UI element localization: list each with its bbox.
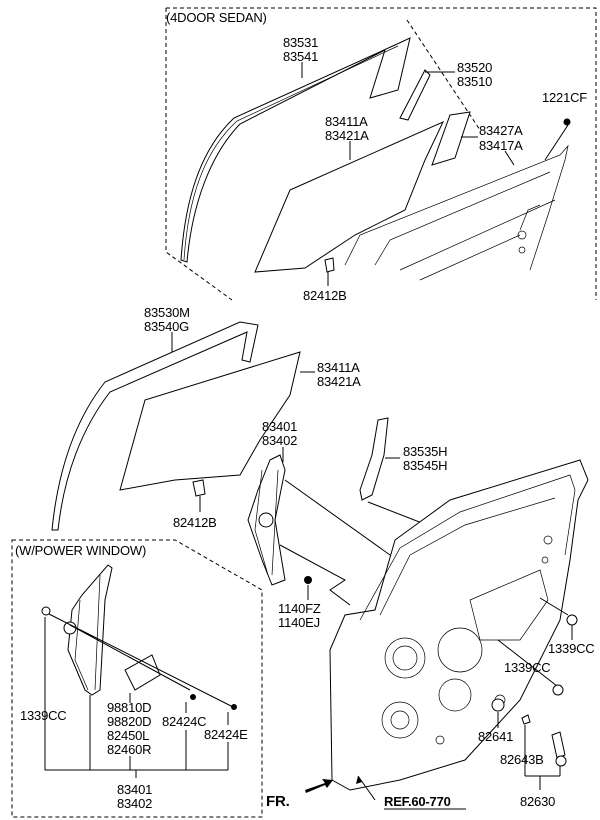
leader: [497, 597, 569, 687]
part-label: 83421A: [317, 374, 361, 389]
part-label: 82460R: [107, 742, 151, 757]
nut: [566, 614, 578, 626]
part-label: 83535H: [403, 444, 447, 459]
window-regulator: [247, 454, 286, 586]
part-label: 83411A: [317, 360, 360, 375]
section-sedan-label: (4DOOR SEDAN): [166, 10, 267, 25]
part-label: 83421A: [325, 128, 369, 143]
part-label: 83531: [283, 35, 318, 50]
sedan-quarter-glass: [431, 111, 471, 166]
part-label: 1140FZ: [278, 601, 321, 616]
sedan-screw: [563, 118, 571, 126]
part-label: 83545H: [403, 458, 447, 473]
front-arrow-icon: [305, 779, 333, 793]
arrow-head-icon: [356, 776, 362, 784]
sedan-section-box: [165, 7, 597, 301]
part-label: 1339CC: [504, 660, 551, 675]
front-direction-label: FR.: [266, 793, 290, 810]
part-label: 1339CC: [20, 708, 67, 723]
part-label: 98820D: [107, 714, 151, 729]
run-channel: [51, 321, 259, 531]
part-label: 83417A: [479, 138, 523, 153]
section-power-window-label: (W/POWER WINDOW): [15, 543, 146, 558]
bracket-leaders: [44, 617, 229, 778]
leader: [544, 124, 569, 161]
door-panel: [329, 459, 589, 791]
sedan-delta-channel: [399, 69, 431, 121]
part-label: 83401: [117, 782, 152, 797]
part-label: 82630: [520, 794, 555, 809]
door-glass: [119, 351, 301, 491]
sedan-door-glass: [254, 120, 445, 273]
part-label: 82643B: [500, 752, 544, 767]
part-label: 83401: [262, 419, 297, 434]
part-label: 98810D: [107, 700, 151, 715]
sedan-run-channel: [180, 37, 411, 263]
part-label: 83520: [457, 60, 492, 75]
door-check-end: [555, 755, 567, 767]
part-label: 82450L: [107, 728, 149, 743]
part-label: 83402: [262, 433, 297, 448]
part-label: 83541: [283, 49, 318, 64]
part-label: 82424E: [204, 727, 248, 742]
part-label: 83402: [117, 796, 152, 811]
part-label: 82412B: [173, 515, 217, 530]
part-label: 83510: [457, 74, 492, 89]
delta-channel: [359, 417, 389, 501]
door-check: [551, 731, 566, 759]
bolt: [304, 576, 312, 584]
part-label: 82424C: [162, 714, 206, 729]
part-label: 82641: [478, 729, 513, 744]
part-label: 1339CC: [548, 641, 595, 656]
ref-leader: [357, 775, 376, 801]
leader-dash: [406, 19, 481, 131]
part-label: 1221CF: [542, 90, 587, 105]
sedan-door-outline: [344, 144, 569, 281]
hinge-pin: [521, 714, 531, 725]
leader: [461, 136, 515, 166]
bolt: [190, 694, 196, 700]
glass-clip: [192, 479, 206, 497]
sedan-glass-clip: [324, 257, 335, 273]
power-window-regulator: [44, 564, 236, 709]
power-window-section-box: [11, 539, 263, 818]
nut: [552, 684, 564, 696]
reference-link[interactable]: REF.60-770: [384, 794, 451, 809]
washer: [491, 698, 505, 712]
part-label: 83411A: [325, 114, 368, 129]
part-label: 83530M: [144, 305, 190, 320]
part-label: 1140EJ: [278, 615, 320, 630]
part-label: 82412B: [303, 288, 347, 303]
leader: [279, 479, 391, 606]
leader: [524, 725, 561, 790]
part-label: 83427A: [479, 123, 523, 138]
nut: [41, 606, 51, 616]
part-label: 83540G: [144, 319, 189, 334]
bolt: [231, 704, 237, 710]
